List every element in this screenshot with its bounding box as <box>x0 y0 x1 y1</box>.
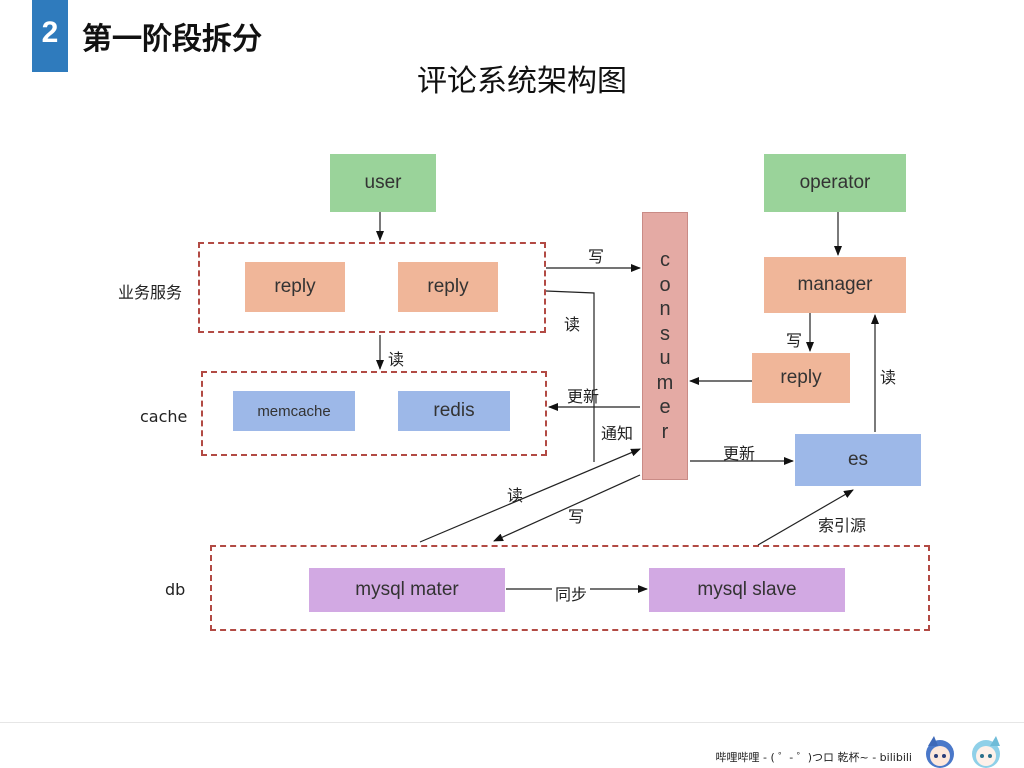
edge-label-read-business: 读 <box>564 315 581 334</box>
redis-node: redis <box>398 391 510 431</box>
db-group <box>210 545 930 631</box>
mysql-master-node: mysql mater <box>309 568 505 612</box>
edge-label-update-cache: 更新 <box>567 387 600 406</box>
reply-node-3: reply <box>752 353 850 403</box>
edge-label-es-read: 读 <box>880 368 897 387</box>
mysql-slave-node: mysql slave <box>649 568 845 612</box>
footer-divider <box>0 722 1024 723</box>
manager-node: manager <box>764 257 906 313</box>
cache-group <box>201 371 547 456</box>
diagram-title: 评论系统架构图 <box>417 64 627 99</box>
business-service-label: 业务服务 <box>118 283 183 302</box>
arrow-db-to-es <box>757 489 854 546</box>
edge-label-read-cache: 读 <box>388 350 405 369</box>
edge-label-manager-write: 写 <box>786 331 803 350</box>
arrow-consumer-to-db <box>493 474 641 542</box>
cache-label: cache <box>140 407 188 426</box>
edge-label-db-write: 写 <box>568 507 585 526</box>
edge-label-notify: 通知 <box>601 424 634 443</box>
edge-label-update-es: 更新 <box>723 444 756 463</box>
consumer-node <box>642 212 688 480</box>
section-title: 第一阶段拆分 <box>82 22 262 57</box>
operator-node: operator <box>764 154 906 212</box>
edge-label-sync: 同步 <box>552 581 591 605</box>
edge-label-index-source: 索引源 <box>818 516 867 535</box>
edge-label-db-read: 读 <box>507 486 524 505</box>
arrow-notify-to-consumer <box>419 448 641 543</box>
footer-watermark-text: 哔哩哔哩 - ( ゜- ゜)つロ 乾杯~ - bilibili <box>715 751 913 764</box>
reply-node-2: reply <box>398 262 498 312</box>
business-service-group <box>198 242 546 333</box>
reply-node-1: reply <box>245 262 345 312</box>
user-node: user <box>330 154 436 212</box>
memcache-node: memcache <box>233 391 355 431</box>
section-number-badge: 2 <box>32 0 68 72</box>
mascot-icon <box>926 736 954 768</box>
consumer-label: c o n s u m e r <box>656 249 674 443</box>
es-node: es <box>795 434 921 486</box>
arrow-business-read <box>545 290 595 462</box>
edge-label-write-consumer: 写 <box>588 247 605 266</box>
db-label: db <box>165 580 186 599</box>
mascot-icon-2 <box>972 736 1000 768</box>
